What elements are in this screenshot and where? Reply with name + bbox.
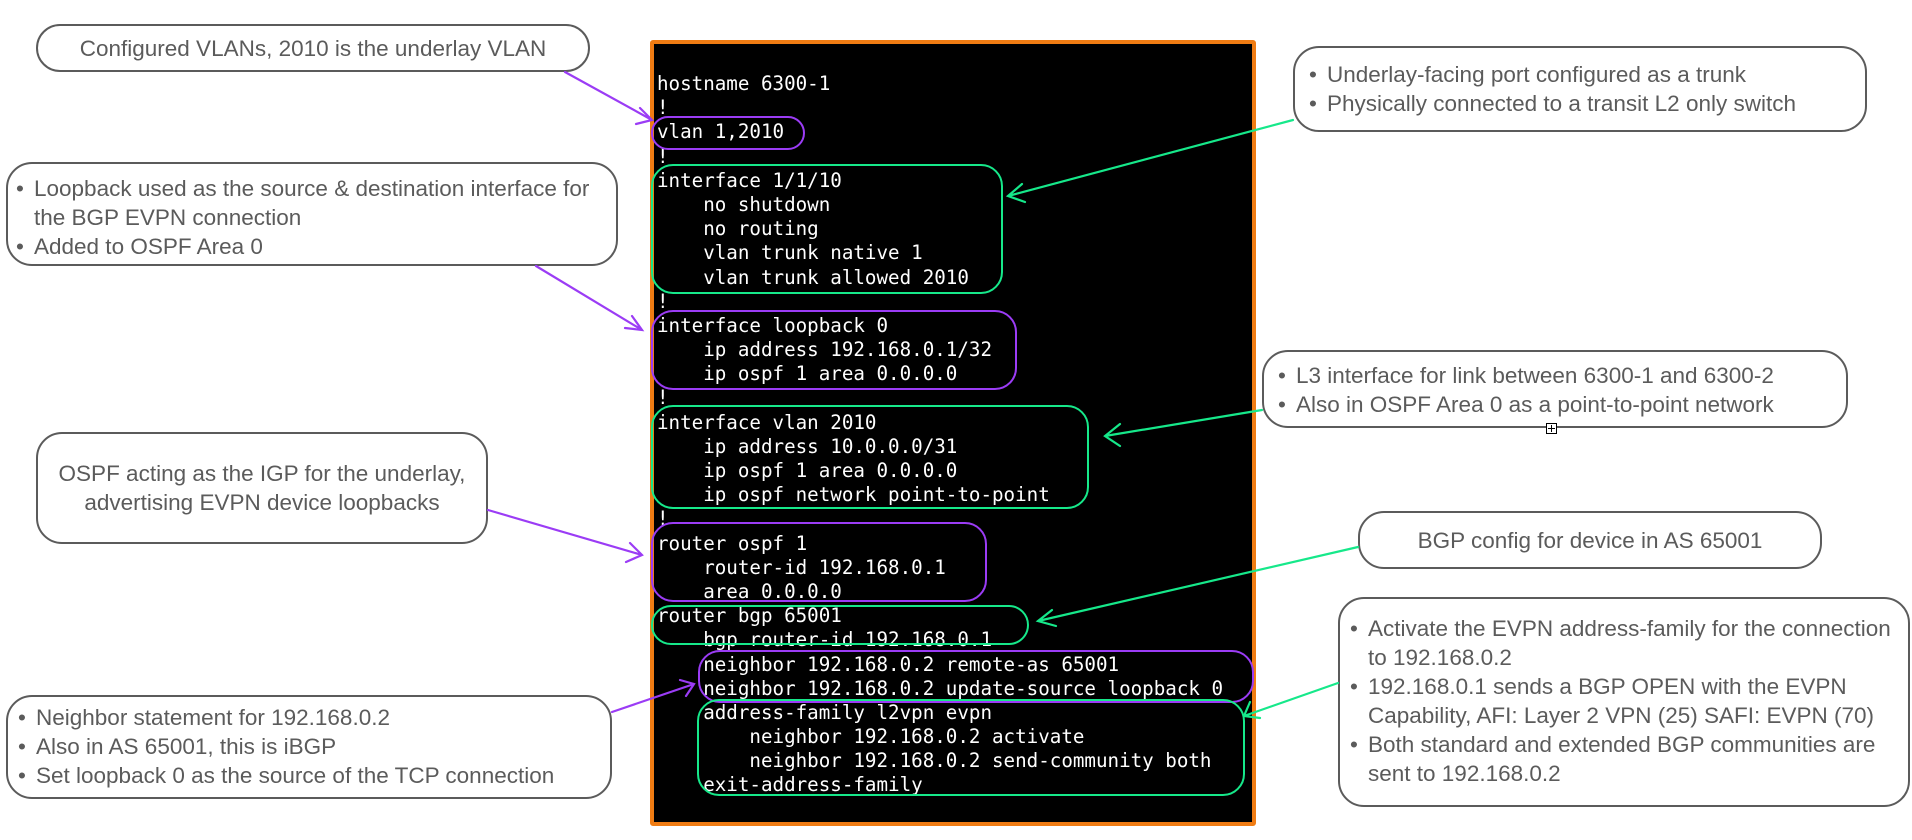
note-neighbor-item: Set loopback 0 as the source of the TCP … xyxy=(16,761,602,790)
arrow-trunk-port xyxy=(1005,118,1295,204)
highlight-vlan xyxy=(651,116,805,150)
note-neighbor-item: Also in AS 65001, this is iBGP xyxy=(16,732,602,761)
config-line: router ospf 1 xyxy=(657,531,808,555)
move-cursor-icon xyxy=(1546,423,1557,434)
config-line: no shutdown xyxy=(657,192,831,216)
note-neighbor: Neighbor statement for 192.168.0.2 Also … xyxy=(6,695,612,799)
note-l3-interface-item: L3 interface for link between 6300-1 and… xyxy=(1276,361,1836,390)
note-bgp: BGP config for device in AS 65001 xyxy=(1358,511,1822,569)
config-line: vlan trunk allowed 2010 xyxy=(657,265,969,289)
config-line: ip ospf 1 area 0.0.0.0 xyxy=(657,362,958,386)
config-line: interface 1/1/10 xyxy=(657,168,842,192)
config-line: area 0.0.0.0 xyxy=(657,579,842,603)
note-trunk-port-item: Physically connected to a transit L2 onl… xyxy=(1307,89,1855,118)
note-evpn-af: Activate the EVPN address-family for the… xyxy=(1338,597,1910,807)
note-ospf-text: OSPF acting as the IGP for the underlay,… xyxy=(58,461,466,515)
note-loopback-item: Added to OSPF Area 0 xyxy=(14,232,606,261)
config-line: neighbor 192.168.0.2 activate xyxy=(657,725,1085,749)
note-trunk-port-item: Underlay-facing port configured as a tru… xyxy=(1307,60,1855,89)
config-line: interface loopback 0 xyxy=(657,313,889,337)
note-vlans-text: Configured VLANs, 2010 is the underlay V… xyxy=(79,35,547,61)
arrow-evpn-af xyxy=(1242,681,1340,720)
note-ospf: OSPF acting as the IGP for the underlay,… xyxy=(36,432,488,544)
config-line: ! xyxy=(657,386,669,410)
note-l3-interface: L3 interface for link between 6300-1 and… xyxy=(1262,350,1848,428)
config-line: router-id 192.168.0.1 xyxy=(657,555,946,579)
arrow-ospf xyxy=(486,508,644,564)
highlight-loopback xyxy=(651,310,1017,390)
config-line: ip ospf 1 area 0.0.0.0 xyxy=(657,459,958,482)
config-line: ! xyxy=(657,289,669,313)
config-line: exit-address-family xyxy=(657,773,923,797)
highlight-neighbor xyxy=(698,650,1254,703)
highlight-interface-1-1-10 xyxy=(651,164,1003,294)
config-line: ! xyxy=(657,96,669,120)
config-line: neighbor 192.168.0.2 send-community both xyxy=(657,749,1212,773)
config-line: bgp router-id 192.168.0.1 xyxy=(657,628,993,652)
note-bgp-text: BGP config for device in AS 65001 xyxy=(1417,527,1763,553)
config-line: neighbor 192.168.0.2 update-source loopb… xyxy=(657,676,1224,700)
config-line: vlan trunk native 1 xyxy=(657,241,923,265)
arrow-vlans xyxy=(563,70,655,126)
config-line: ! xyxy=(657,507,669,531)
config-code: hostname 6300-1!vlan 1,2010!interface 1/… xyxy=(657,72,1223,798)
config-line: hostname 6300-1 xyxy=(657,72,831,95)
config-line: ip ospf network point-to-point xyxy=(657,483,1050,507)
note-loopback: Loopback used as the source & destinatio… xyxy=(6,162,618,266)
highlight-evpn-af xyxy=(697,699,1245,796)
arrow-bgp xyxy=(1035,545,1360,628)
arrow-loopback xyxy=(534,264,645,332)
arrow-l3-interface xyxy=(1103,408,1264,448)
config-line: neighbor 192.168.0.2 remote-as 65001 xyxy=(657,652,1120,676)
highlight-router-ospf xyxy=(651,522,987,602)
config-line: interface vlan 2010 xyxy=(657,410,877,434)
highlight-router-bgp xyxy=(651,605,1029,645)
config-line: ip address 192.168.0.1/32 xyxy=(657,338,993,362)
note-l3-interface-item: Also in OSPF Area 0 as a point-to-point … xyxy=(1276,390,1836,419)
arrow-neighbor xyxy=(610,678,696,714)
note-neighbor-item: Neighbor statement for 192.168.0.2 xyxy=(16,703,602,732)
note-loopback-item: Loopback used as the source & destinatio… xyxy=(14,174,606,232)
config-line: ! xyxy=(657,144,669,168)
note-evpn-af-item: Both standard and extended BGP communiti… xyxy=(1348,730,1898,788)
note-evpn-af-item: Activate the EVPN address-family for the… xyxy=(1348,614,1898,672)
note-evpn-af-item: 192.168.0.1 sends a BGP OPEN with the EV… xyxy=(1348,672,1898,730)
highlight-interface-vlan xyxy=(651,405,1089,509)
config-terminal xyxy=(650,40,1256,826)
note-trunk-port: Underlay-facing port configured as a tru… xyxy=(1293,46,1867,132)
config-line: no routing xyxy=(657,217,819,241)
config-line: router bgp 65001 xyxy=(657,604,842,628)
config-line: address-family l2vpn evpn xyxy=(657,700,993,724)
config-line: ip address 10.0.0.0/31 xyxy=(657,434,958,458)
note-vlans: Configured VLANs, 2010 is the underlay V… xyxy=(36,24,590,72)
